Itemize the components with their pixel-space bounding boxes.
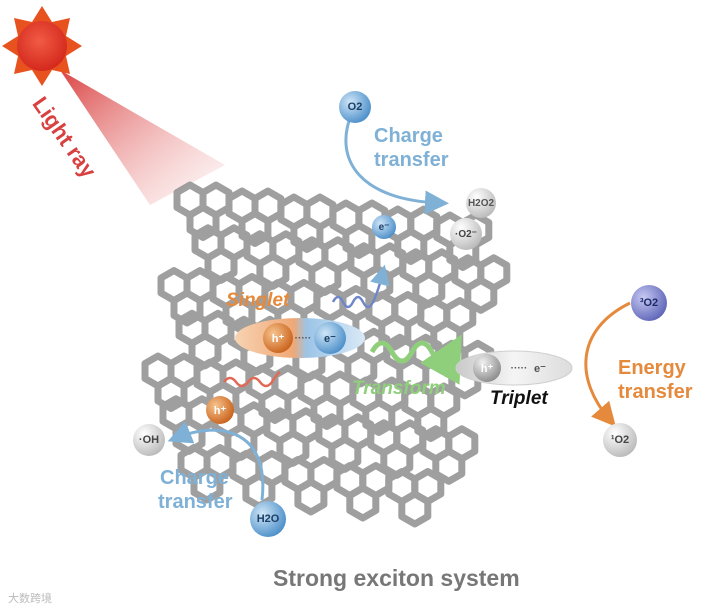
- triplet-dots-text: ·····: [510, 362, 528, 374]
- singlet-dots-text: ·····: [294, 332, 312, 344]
- hole-triplet-text: h⁺: [480, 362, 494, 375]
- h2o-label: H2O: [250, 501, 286, 537]
- hydroxyl-label: ·OH: [133, 424, 165, 456]
- charge-transfer-top-line1: Charge: [374, 125, 443, 147]
- triplet-oxygen-text: ³O2: [639, 297, 659, 309]
- energy-transfer-label: Energy transfer: [618, 356, 692, 404]
- superoxide-radical: [450, 218, 482, 250]
- h2o2-label: H2O2: [466, 188, 496, 218]
- charge-transfer-top-label: Charge transfer: [374, 124, 448, 172]
- charge-transfer-top-line2: transfer: [374, 149, 449, 171]
- hole-singlet-label: h⁺: [263, 323, 293, 353]
- charge-transfer-bottom-label: Charge transfer: [158, 466, 232, 514]
- singlet-oxygen-label: ¹O2: [603, 423, 637, 457]
- triplet-dots: ·····: [504, 360, 534, 376]
- lattice-ring: [190, 466, 224, 504]
- hole-triplet: [473, 354, 501, 382]
- sun-icon: [2, 6, 82, 86]
- hole-singlet: [263, 323, 293, 353]
- h2o2-molecule: [466, 188, 496, 218]
- superoxide-text: ·O2⁻: [455, 228, 477, 240]
- o2-text: O2: [347, 101, 363, 113]
- electron-top-text: e⁻: [378, 221, 390, 233]
- hole-singlet-text: h⁺: [271, 332, 285, 345]
- electron-triplet-label: e⁻: [528, 356, 552, 380]
- charge-transfer-arrow-top: [344, 117, 449, 215]
- lattice-ring: [242, 472, 276, 510]
- electron-singlet-label: e⁻: [314, 322, 346, 354]
- singlet-dots: ·····: [291, 328, 315, 348]
- hole-triplet-label: h⁺: [473, 354, 501, 382]
- charge-transfer-arrow-bottom: [167, 421, 265, 501]
- hole-lower: [206, 396, 234, 424]
- hydroxyl-text: ·OH: [138, 434, 160, 446]
- o2-label: O2: [339, 91, 371, 123]
- energy-transfer-line1: Energy: [618, 357, 686, 379]
- hole-excitation-wave: [223, 370, 281, 388]
- energy-transfer-line2: transfer: [618, 381, 693, 403]
- transform-wave-arrow: [369, 334, 462, 385]
- lattice-ring: [294, 478, 328, 516]
- electron-excitation-wave: [331, 264, 390, 309]
- o2-molecule: [339, 91, 371, 123]
- triplet-oxygen: [631, 285, 667, 321]
- singlet-label: Singlet: [226, 290, 290, 311]
- lattice-ring: [398, 490, 432, 528]
- electron-top-label: e⁻: [372, 215, 396, 239]
- hole-lower-text: h⁺: [213, 404, 227, 417]
- electron-singlet-text: e⁻: [324, 332, 336, 345]
- charge-transfer-bottom-line2: transfer: [158, 491, 233, 513]
- h2o-text: H2O: [256, 513, 280, 525]
- singlet-oxygen-text: ¹O2: [610, 434, 630, 446]
- charge-transfer-bottom-line1: Charge: [160, 467, 229, 489]
- hydroxyl-radical: [133, 424, 165, 456]
- singlet-oxygen: [603, 423, 637, 457]
- h2o2-text: H2O2: [467, 197, 495, 209]
- energy-transfer-arrow: [584, 301, 631, 427]
- triplet-label: Triplet: [490, 388, 548, 409]
- electron-triplet-text: e⁻: [534, 362, 546, 375]
- h2o-molecule: [250, 501, 286, 537]
- light-ray-beam: [60, 70, 225, 205]
- transform-label: Transform: [352, 378, 446, 399]
- electron-singlet: [314, 322, 346, 354]
- hole-lower-label: h⁺: [206, 396, 234, 424]
- diagram-title: Strong exciton system: [273, 565, 520, 591]
- electron-top: [372, 215, 396, 239]
- triplet-oxygen-label: ³O2: [631, 285, 667, 321]
- watermark: 大数跨境: [8, 593, 52, 605]
- lattice-ring: [346, 484, 380, 522]
- superoxide-label: ·O2⁻: [450, 218, 482, 250]
